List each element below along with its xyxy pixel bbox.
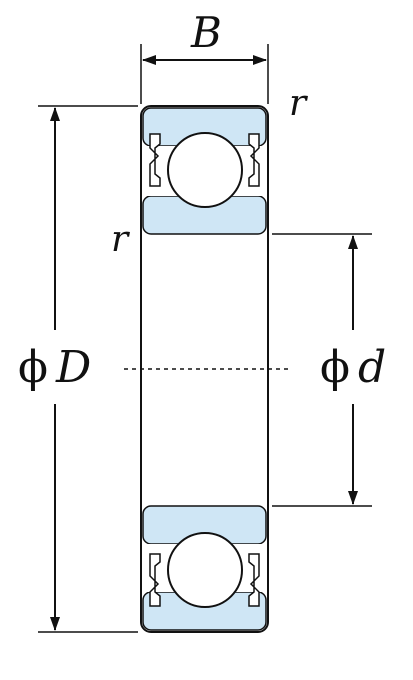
ball-bottom [167,532,243,608]
outer-diameter-letter: D [56,342,92,393]
shield-right-top [248,133,260,187]
diameter-symbol-bore: ϕ [320,342,350,393]
fillet-label-inner: r [111,219,129,260]
ball-top [167,132,243,208]
width-label: B [191,8,222,57]
bore-diameter-letter: d [358,342,387,393]
shield-left-top [149,133,161,187]
fillet-label-top: r [289,83,307,124]
shield-right-bottom [248,553,260,607]
shield-left-bottom [149,553,161,607]
diameter-symbol: ϕ [18,342,48,393]
bottom-ring-section [142,505,267,631]
top-ring-section [142,107,267,235]
